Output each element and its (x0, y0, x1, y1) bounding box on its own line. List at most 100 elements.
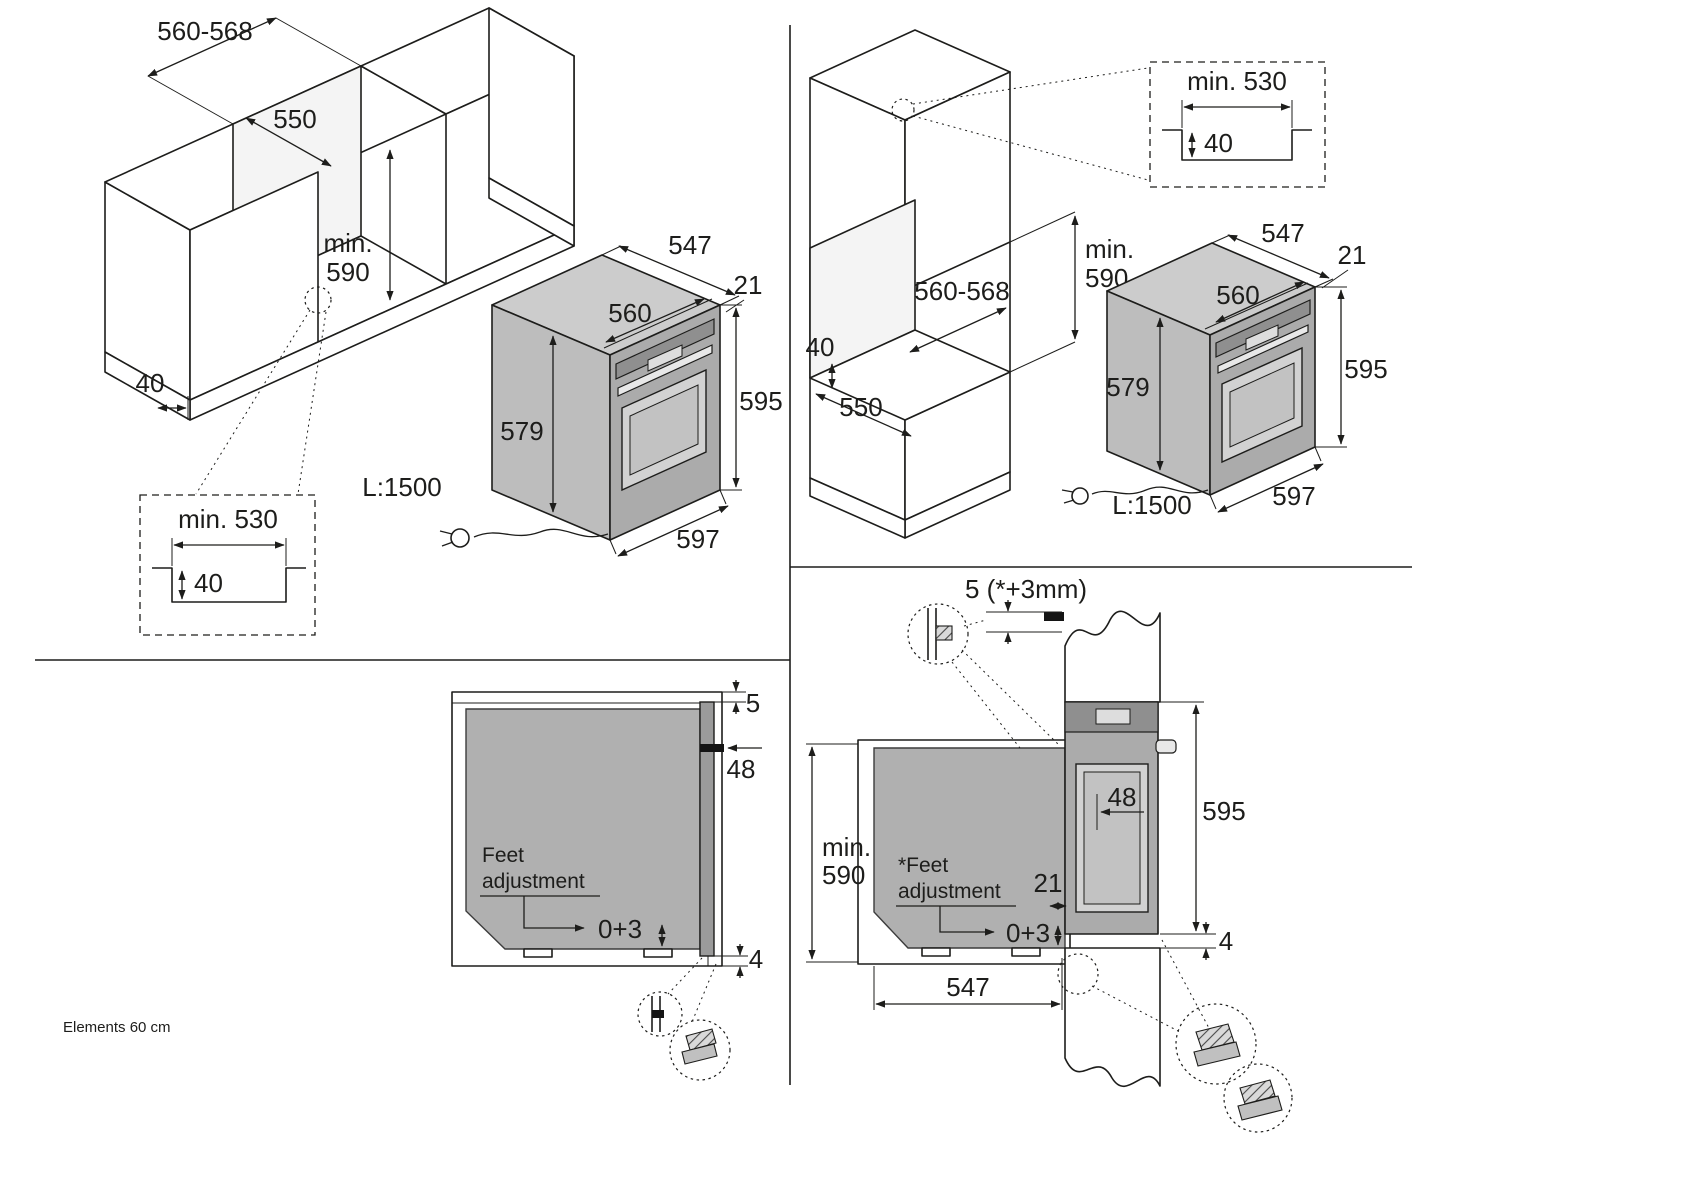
q1-detail-leader (195, 309, 311, 495)
q4-detail-leader (1091, 985, 1181, 1033)
q1-plug-prong (441, 541, 454, 547)
q4-corner-detail-circle (1223, 1063, 1293, 1133)
q2-dim-frame-overhang: 21 (1338, 240, 1367, 270)
q4-detail-leader (951, 661, 1021, 749)
q4-detail-gray-profile (1193, 1041, 1241, 1067)
q1-oven-handle (617, 344, 713, 397)
q2-dim-line-body-width (1215, 281, 1305, 323)
q1-oven-display (647, 344, 683, 372)
q1-base-cabinet-installation-view: 560-568 550 min. 590 40 min. 530 40 (104, 7, 783, 636)
section-dividers (35, 25, 1412, 1085)
q1-ext-line (609, 539, 617, 555)
q4-oven-display (1095, 708, 1131, 725)
q2-dim-cable-length: L:1500 (1112, 490, 1192, 520)
q2-dim-line-opening-width (909, 307, 1007, 353)
q1-oven: 560 547 21 579 595 597 L:1500 (362, 230, 783, 557)
q2-dim-front-width: 597 (1272, 481, 1315, 511)
q2-dim-line-oven-depth (1227, 234, 1330, 279)
q1-dim-body-width: 560 (608, 298, 651, 328)
q1-plug-icon (450, 528, 470, 548)
q1-dim-min-label: min. (323, 228, 372, 258)
q2-detail-leader (912, 67, 1149, 105)
q1-ext-line (719, 295, 740, 306)
q2-dim-body-height: 579 (1106, 372, 1149, 402)
q4-installed-section-view: 5 (*+3mm) min. 590 48 595 *Feet adjustme… (806, 574, 1293, 1133)
q2-oven-display (1245, 324, 1279, 351)
q1-dim-line-body-width (605, 298, 705, 343)
q2-dim-opening-width: 560-568 (914, 276, 1009, 306)
q2-detail-channel-profile (1162, 129, 1312, 161)
q3-mounting-bracket (700, 744, 724, 752)
q1-dim-oven-depth: 547 (668, 230, 711, 260)
q3-detail-leader (667, 957, 703, 995)
q3-detail-gray-profile (681, 1043, 718, 1065)
q1-power-cord (473, 528, 609, 538)
q1-detail-marker-circle (304, 286, 332, 314)
q1-dim-recess: 40 (136, 368, 165, 398)
q4-foot (1011, 947, 1041, 957)
q4-dim-top-gap: 5 (*+3mm) (965, 574, 1087, 604)
q2-ext-line (1211, 234, 1231, 244)
q4-dim-bracket-depth: 48 (1108, 782, 1137, 812)
q1-dim-line-oven-depth (618, 245, 736, 296)
q1-ext-line (147, 75, 234, 125)
q4-detail-hatched-profile (935, 625, 953, 641)
q2-dim-body-width: 560 (1216, 280, 1259, 310)
q1-dim-opening-width: 560-568 (157, 16, 252, 46)
q3-side-section-view: 5 48 Feet adjustment 0+3 4 (451, 680, 763, 1081)
q3-detail-leader (691, 963, 717, 1023)
q2-plinth-left (809, 477, 906, 539)
q4-dim-min-label: min. (822, 832, 871, 862)
q2-plug-icon (1071, 487, 1089, 505)
q2-detail-dim-depth: 40 (1204, 128, 1233, 158)
q1-detail-dim-depth: 40 (194, 568, 223, 598)
q3-feet-adjustment-line1: Feet (482, 844, 524, 867)
q4-detail-hatched-profile (1239, 1079, 1276, 1105)
q1-ext-line (275, 17, 362, 67)
q4-detail-gray-profile (1237, 1095, 1283, 1121)
q3-dim-bracket-depth: 48 (727, 754, 756, 784)
q1-dim-body-height: 579 (500, 416, 543, 446)
q2-dim-recess: 40 (806, 332, 835, 362)
q2-ext-line (1314, 278, 1334, 288)
q1-detail-dim-width: min. 530 (178, 504, 278, 534)
q1-ext-line (719, 489, 727, 505)
q1-detail-box (139, 494, 316, 636)
q3-feet-leader (523, 896, 585, 932)
q1-dim-frame-overhang: 21 (734, 270, 763, 300)
q1-dim-min-value: 590 (326, 257, 369, 287)
q2-plug-prong (1063, 499, 1075, 504)
footer-label: Elements 60 cm (63, 1019, 171, 1036)
q1-oven-door-window-inner (629, 384, 699, 476)
q2-detail-dim-width: min. 530 (1187, 66, 1287, 96)
q4-feet-adjustment-line2: adjustment (898, 880, 1001, 903)
q1-cabinet-dimensions: 560-568 550 min. 590 40 (136, 16, 394, 420)
q4-oven-door-window-inner (1083, 771, 1141, 905)
q1-plinth-left (104, 351, 191, 421)
q2-oven: 560 547 21 579 595 597 L:1500 (1061, 218, 1388, 520)
q3-dim-bottom-gap: 4 (749, 944, 763, 974)
q4-feet-leader (939, 906, 995, 936)
q2-dim-line-opening-depth (815, 393, 912, 437)
q1-ext-line (725, 299, 745, 313)
q3-corner-detail-circle (669, 1019, 731, 1081)
q2-oven-door-window-inner (1229, 362, 1295, 448)
q1-detail-leader (297, 311, 327, 495)
q1-dim-cable-length: L:1500 (362, 472, 442, 502)
q4-foot (921, 947, 951, 957)
q2-ext-line (1314, 446, 1322, 462)
q3-detail-bracket (652, 1010, 664, 1018)
q4-dim-body-depth: 547 (946, 972, 989, 1002)
q4-top-detail-circle (907, 603, 969, 665)
q4-detail-leader (1161, 939, 1227, 1061)
q2-detail-callout: min. 530 40 (891, 61, 1326, 188)
q3-oven-front-frame (699, 701, 715, 957)
q1-dim-line-opening-width (147, 17, 277, 77)
q2-dim-oven-depth: 547 (1261, 218, 1304, 248)
q2-dim-opening-depth: 550 (839, 392, 882, 422)
q1-dim-opening-depth: 550 (273, 104, 316, 134)
q4-detail-leader (961, 649, 1059, 745)
q4-lower-panel (1064, 947, 1161, 1087)
q1-detail-channel-profile (152, 567, 306, 603)
